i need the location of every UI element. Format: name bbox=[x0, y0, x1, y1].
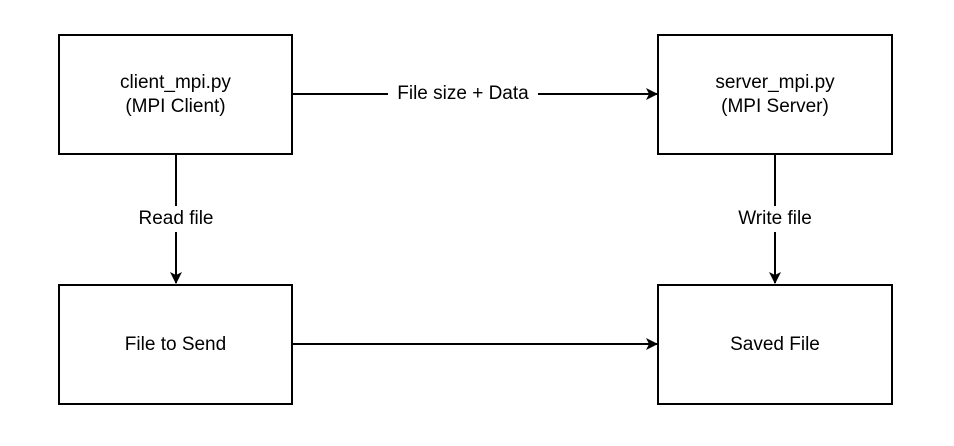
edge-client-to-file: Read file bbox=[130, 155, 222, 284]
node-server: server_mpi.py (MPI Server) bbox=[657, 34, 893, 155]
node-client-subtitle: (MPI Client) bbox=[125, 96, 225, 117]
node-server-box bbox=[657, 34, 893, 155]
node-file-to-send-box bbox=[58, 284, 293, 405]
node-saved-file-box bbox=[657, 284, 893, 405]
edge-client-to-server: File size + Data bbox=[292, 81, 658, 107]
edge-client-to-file-label: Read file bbox=[139, 208, 214, 229]
edge-server-to-saved-label-bg bbox=[729, 206, 821, 232]
node-file-to-send: File to Send bbox=[58, 284, 293, 405]
edge-server-to-saved-label: Write file bbox=[738, 208, 812, 229]
node-saved-file: Saved File bbox=[657, 284, 893, 405]
edge-client-to-server-label-bg bbox=[388, 81, 538, 107]
edge-client-to-server-label: File size + Data bbox=[397, 83, 529, 104]
node-server-subtitle: (MPI Server) bbox=[721, 96, 829, 117]
node-client: client_mpi.py (MPI Client) bbox=[58, 34, 293, 155]
node-client-box bbox=[58, 34, 293, 155]
edge-client-to-file-label-bg bbox=[130, 206, 222, 232]
node-file-to-send-label: File to Send bbox=[125, 334, 226, 355]
node-server-title: server_mpi.py bbox=[715, 72, 835, 93]
node-client-title: client_mpi.py bbox=[120, 72, 231, 93]
node-saved-file-label: Saved File bbox=[730, 334, 820, 355]
edge-server-to-saved: Write file bbox=[729, 155, 821, 284]
